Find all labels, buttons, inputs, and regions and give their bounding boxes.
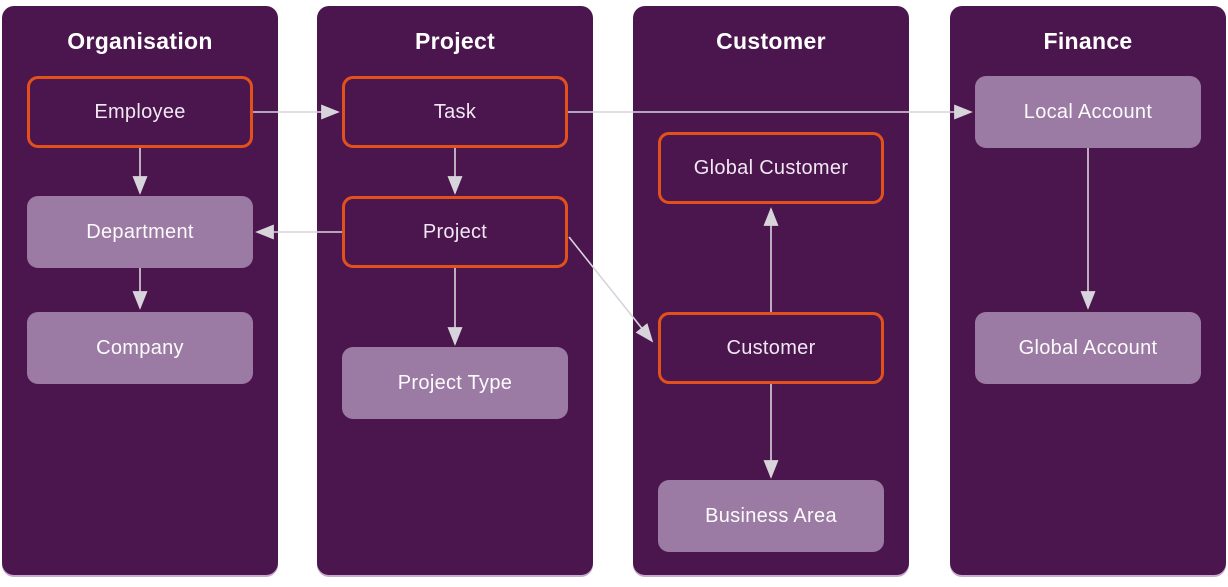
panel-title-finance: Finance <box>1043 28 1133 54</box>
node-employee: Employee <box>27 76 253 148</box>
panel-title-project: Project <box>414 28 496 54</box>
panel-organisation: Organisation Employee Department Company <box>2 6 278 575</box>
node-company: Company <box>27 312 253 384</box>
node-global-account: Global Account <box>975 312 1201 384</box>
panel-customer: Customer Global Customer Customer Busine… <box>633 6 909 575</box>
node-local-account: Local Account <box>975 76 1201 148</box>
panel-title-customer: Customer <box>716 28 826 54</box>
panel-title-organisation: Organisation <box>67 28 213 54</box>
panel-project: Project Task Project Project Type <box>317 6 593 575</box>
node-department: Department <box>27 196 253 268</box>
panel-finance: Finance Local Account Global Account <box>950 6 1226 575</box>
node-project-type: Project Type <box>342 347 568 419</box>
node-project: Project <box>342 196 568 268</box>
node-business-area: Business Area <box>658 480 884 552</box>
node-customer: Customer <box>658 312 884 384</box>
node-task: Task <box>342 76 568 148</box>
node-global-customer: Global Customer <box>658 132 884 204</box>
